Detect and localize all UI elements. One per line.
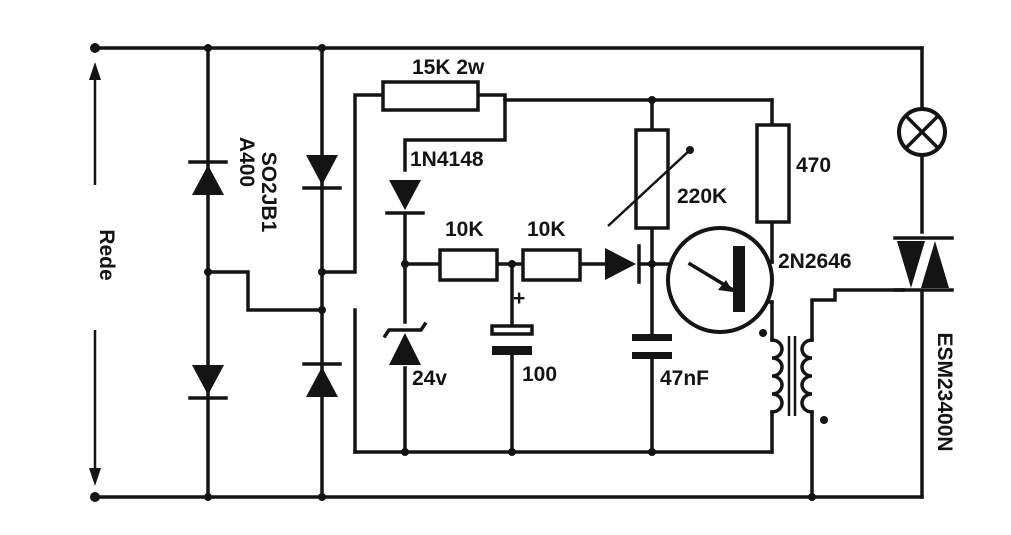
junction-dots (90, 43, 816, 502)
mains-label: Rede (95, 229, 118, 280)
mains-arrow (89, 62, 101, 486)
potentiometer-220k-label: 220K (677, 185, 727, 208)
bridge-right-label: SO2JB1 (257, 152, 280, 233)
resistor-10k-2 (521, 248, 582, 282)
triac (893, 236, 954, 292)
pulse-transformer (759, 329, 828, 424)
capacitor-plus-label: + (513, 287, 525, 310)
triac-label: ESM23400N (933, 332, 956, 451)
resistor-470-label: 470 (796, 154, 831, 177)
diode-1n4148-label: 1N4148 (410, 148, 484, 171)
resistor-10k-1-label: 10K (445, 218, 484, 241)
bridge-diode-left-top (188, 160, 228, 195)
diode-series (605, 244, 641, 284)
capacitor-100 (490, 324, 534, 355)
bridge-left-label: A400 (235, 137, 258, 187)
bridge-diode-left-bottom (188, 365, 228, 400)
potentiometer-220k (607, 128, 694, 230)
resistor-470 (755, 123, 791, 224)
zener-24v-label: 24v (412, 367, 447, 390)
resistor-15k-label: 15K 2w (412, 56, 485, 79)
resistor-10k-1 (438, 248, 499, 282)
resistor-10k-2-label: 10K (527, 218, 566, 241)
diode-1n4148 (385, 180, 425, 215)
ujt-2n2646 (666, 226, 774, 334)
capacitor-47nf-label: 47nF (660, 367, 709, 390)
capacitor-47nf (632, 334, 672, 359)
ujt-2n2646-label: 2N2646 (778, 250, 852, 273)
capacitor-100-label: 100 (522, 363, 557, 386)
bridge-diode-right-top (302, 155, 342, 190)
resistor-15k (381, 80, 480, 112)
bridge-diode-right-bottom (302, 362, 342, 397)
lamp (897, 107, 947, 157)
zener-24v (382, 321, 428, 365)
terminal-bottom (90, 492, 100, 502)
terminal-top (90, 43, 100, 53)
